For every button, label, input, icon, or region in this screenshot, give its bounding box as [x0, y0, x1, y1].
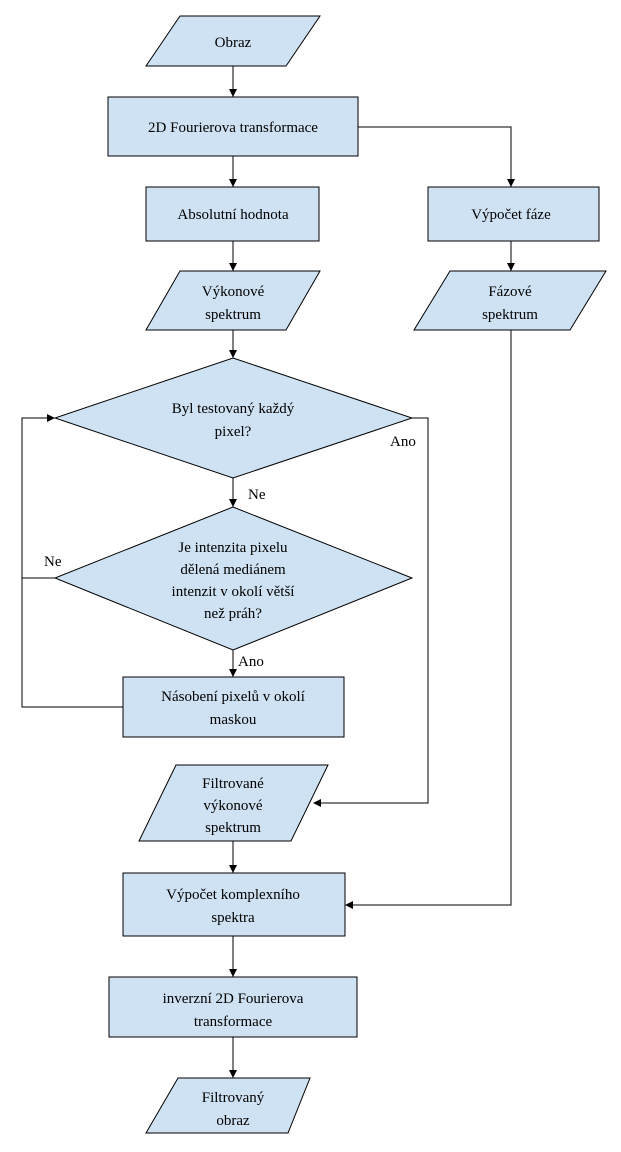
arrowhead — [507, 263, 515, 271]
arrowhead — [229, 499, 237, 507]
node-label: inverzní 2D Fourierova — [163, 991, 304, 1007]
edge-label-ne: Ne — [44, 554, 62, 570]
edge-labels: Ano Ne Ne Ano — [44, 434, 416, 670]
node-label: dělená mediánem — [180, 562, 286, 578]
io-shape — [138, 764, 329, 842]
node-label: než práh? — [204, 606, 262, 622]
process-shape — [427, 186, 600, 242]
node-label: Násobení pixelů v okolí — [161, 689, 305, 705]
decision-shape — [53, 506, 414, 651]
edge-label-ano: Ano — [390, 434, 416, 450]
io-shape — [145, 270, 321, 331]
process-shape — [145, 186, 320, 242]
io-shape — [145, 1077, 311, 1134]
node-label: výkonové — [203, 798, 263, 814]
decision-testovany: Byl testovaný každý pixel? — [53, 357, 414, 479]
node-label: Výpočet komplexního — [166, 887, 300, 903]
node-fazove: Fázové spektrum — [413, 270, 607, 331]
node-label: spektra — [211, 910, 255, 926]
node-label: spektrum — [205, 307, 261, 323]
arrowhead — [229, 969, 237, 977]
node-vykonove: Výkonové spektrum — [145, 270, 321, 331]
node-label: Fázové — [488, 284, 532, 300]
node-label: transformace — [194, 1014, 273, 1030]
node-filtrovany: Filtrovaný obraz — [145, 1077, 311, 1134]
arrowhead — [229, 89, 237, 97]
process-shape — [108, 976, 358, 1038]
node-label: Je intenzita pixelu — [178, 540, 288, 556]
edge-testovany-filtrovane — [315, 417, 429, 804]
arrowhead — [229, 350, 237, 358]
arrowhead — [47, 414, 55, 422]
edge-label-ano: Ano — [238, 654, 264, 670]
node-label: Výkonové — [202, 284, 265, 300]
node-absolutni: Absolutní hodnota — [145, 186, 320, 242]
node-vypocet-faze: Výpočet fáze — [427, 186, 600, 242]
node-label: 2D Fourierova transformace — [148, 120, 318, 136]
node-label: Absolutní hodnota — [177, 207, 289, 223]
node-label: Filtrovaný — [202, 1090, 265, 1106]
node-label: intenzit v okolí větší — [172, 584, 295, 600]
node-label: obraz — [216, 1113, 250, 1129]
io-shape — [145, 15, 321, 67]
arrowhead — [229, 179, 237, 187]
arrowhead — [229, 865, 237, 873]
edge-fazove-komplexni — [347, 330, 512, 906]
node-nasobeni: Násobení pixelů v okolí maskou — [122, 676, 345, 738]
node-label: pixel? — [215, 424, 252, 440]
edge-nasobeni-loop — [21, 578, 123, 708]
process-shape — [107, 96, 359, 157]
arrowhead — [229, 1070, 237, 1078]
arrowhead — [229, 263, 237, 271]
edge-intenzita-loop — [21, 417, 55, 579]
node-filtrovane: Filtrované výkonové spektrum — [138, 764, 329, 842]
io-shape — [413, 270, 607, 331]
edge-label-ne: Ne — [248, 487, 266, 503]
node-label: Byl testovaný každý — [172, 401, 295, 417]
process-shape — [122, 872, 346, 937]
edges — [21, 66, 515, 1078]
decision-intenzita: Je intenzita pixelu dělená mediánem inte… — [53, 506, 414, 651]
edge-fourier-faze — [358, 126, 512, 187]
node-label: maskou — [210, 712, 257, 728]
arrowhead — [507, 179, 515, 187]
node-label: Filtrované — [202, 776, 264, 792]
node-inverzni: inverzní 2D Fourierova transformace — [108, 976, 358, 1038]
node-label: Obraz — [215, 35, 252, 51]
arrowhead — [313, 799, 321, 807]
node-label: Výpočet fáze — [471, 207, 551, 223]
arrowhead — [229, 669, 237, 677]
node-label: spektrum — [482, 307, 538, 323]
node-obraz: Obraz — [145, 15, 321, 67]
node-komplexni: Výpočet komplexního spektra — [122, 872, 346, 937]
process-shape — [122, 676, 345, 738]
decision-shape — [53, 357, 414, 479]
node-fourier: 2D Fourierova transformace — [107, 96, 359, 157]
node-label: spektrum — [205, 820, 261, 836]
arrowhead — [345, 901, 353, 909]
